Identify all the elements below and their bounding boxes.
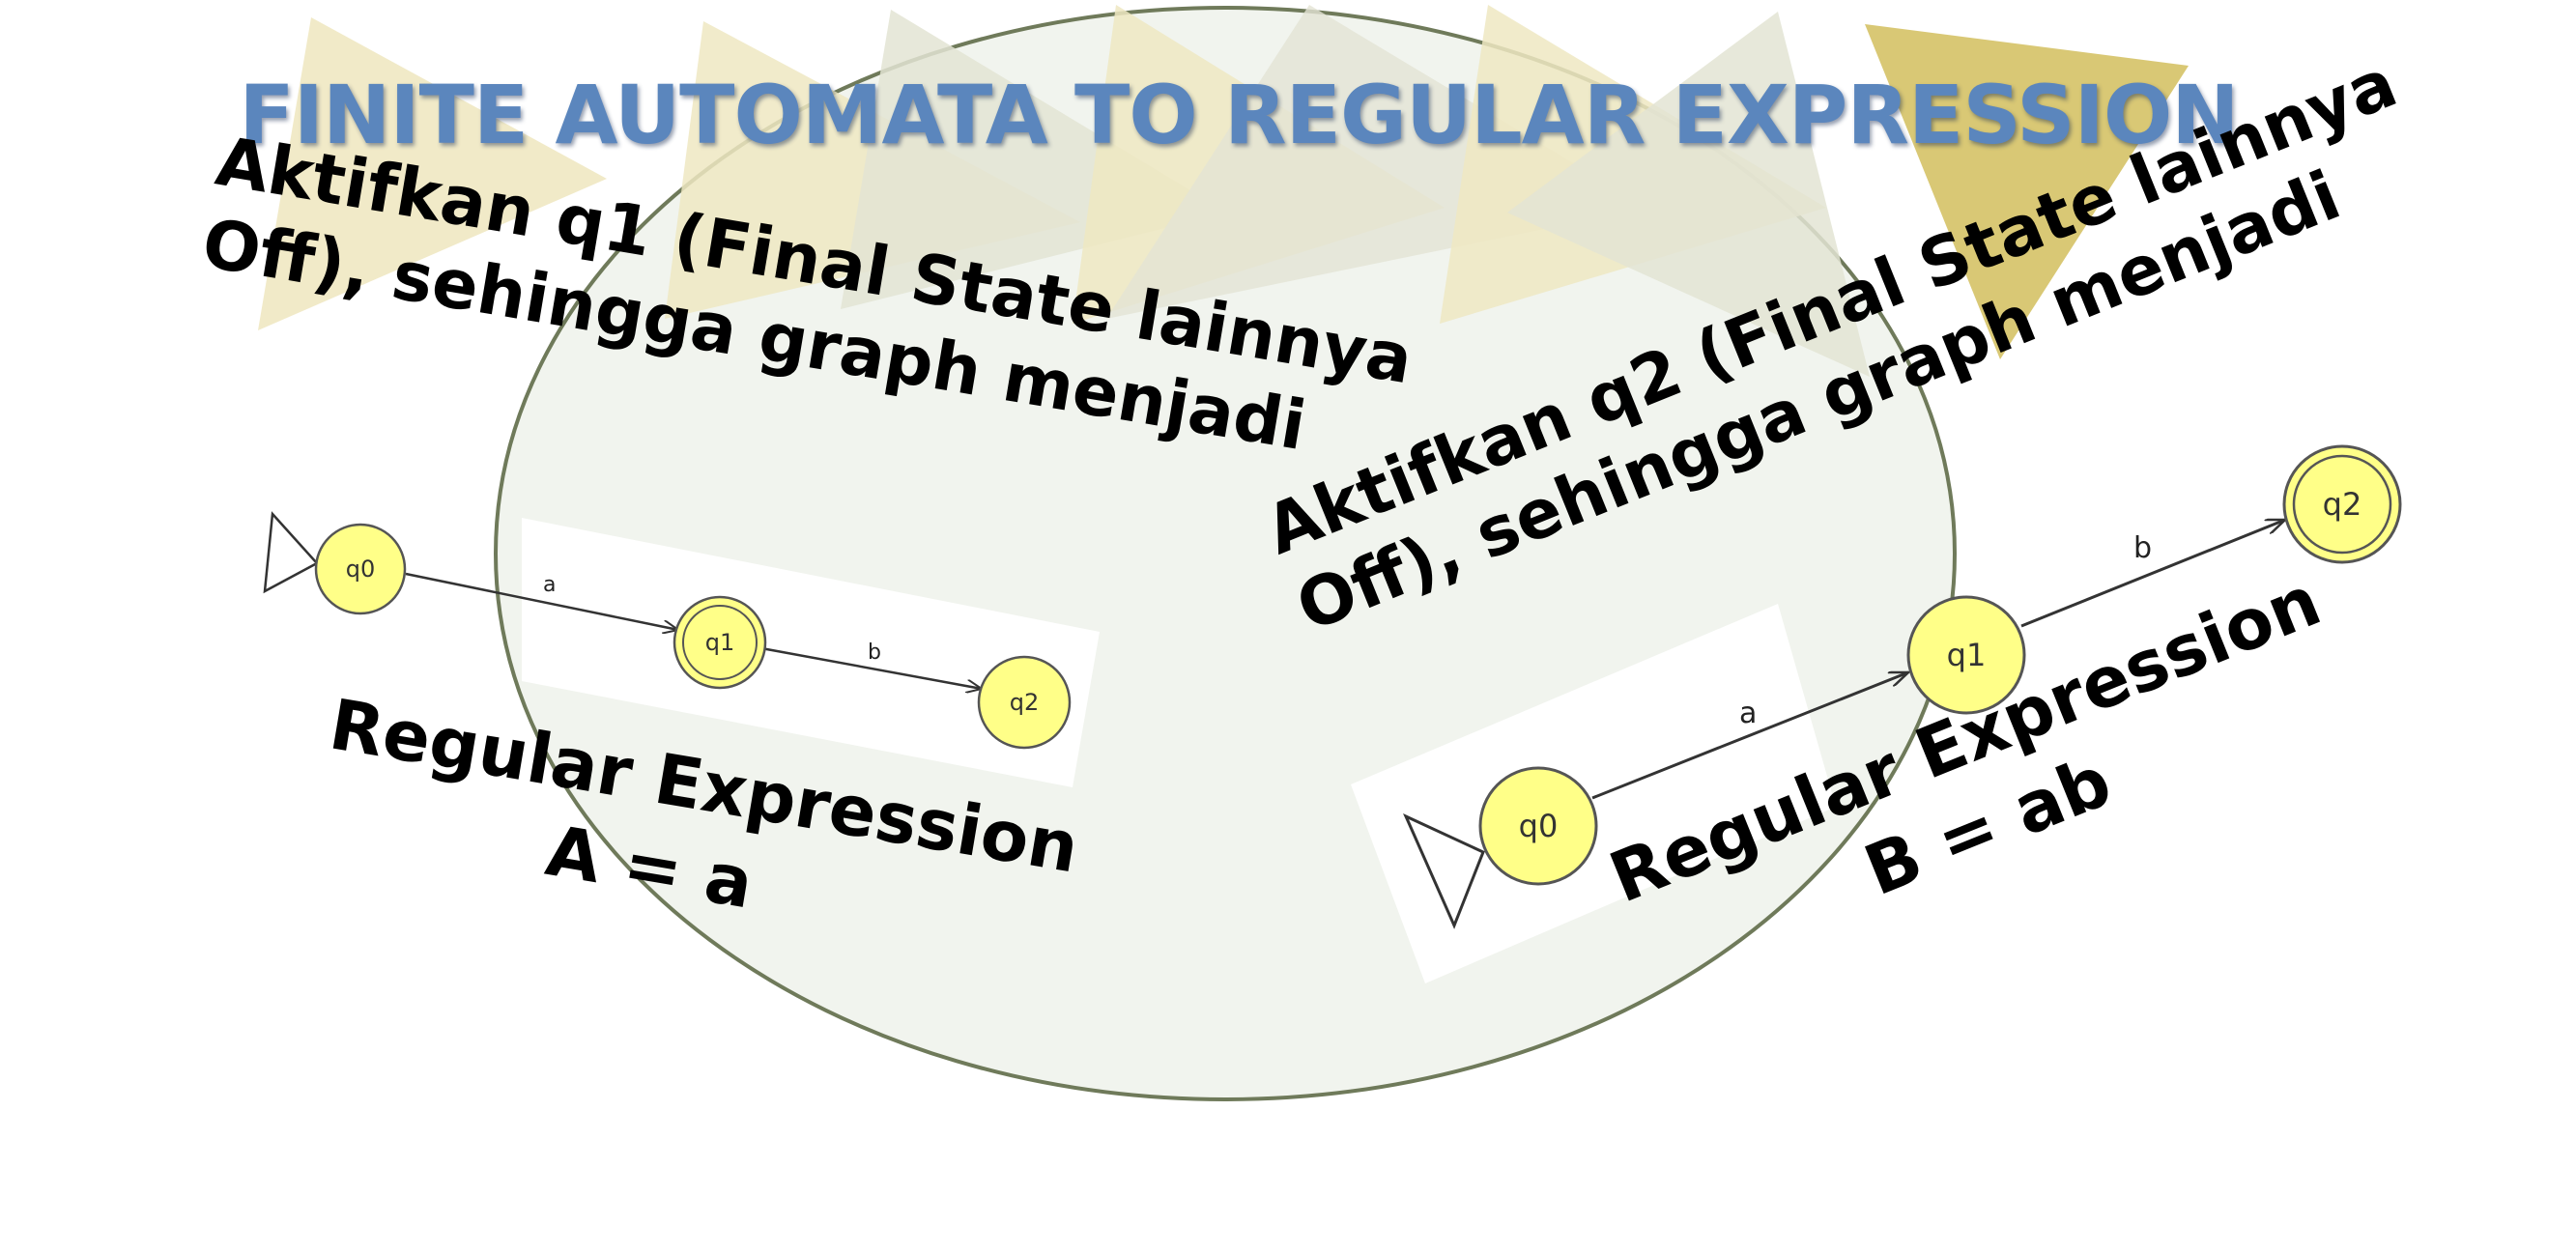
decor-triangle-1 [258, 17, 607, 330]
left-state-q2-label: q2 [1010, 689, 1040, 716]
right-edge-a: a [1591, 670, 1908, 800]
left-edge-a: a [405, 572, 678, 630]
right-edge-a-label: a [1739, 697, 1757, 730]
right-start-arrow [1403, 812, 1485, 929]
right-state-q1-label: q1 [1947, 637, 1987, 673]
right-diagram-backdrop [1351, 604, 1836, 983]
left-start-arrow [263, 511, 319, 594]
left-edge-b: b [760, 641, 982, 689]
right-edge-b: b [2020, 518, 2285, 628]
right-edge-b-label: b [2133, 531, 2152, 565]
right-state-q1: q1 [1906, 595, 2026, 715]
slide-title: FINITE AUTOMATA TO REGULAR EXPRESSION [239, 68, 2239, 162]
left-edge-a-label: a [543, 573, 556, 597]
left-diagram-backdrop [522, 518, 1100, 787]
left-state-q2: q2 [977, 655, 1072, 750]
right-state-q0: q0 [1478, 766, 1598, 886]
left-edge-b-label: b [868, 641, 881, 665]
decor-triangle-5 [1106, 5, 1647, 319]
left-state-q1: q1 [673, 595, 767, 690]
decor-triangle-gold [1865, 24, 2189, 359]
left-state-q0-label: q0 [346, 555, 376, 583]
left-state-q0: q0 [314, 523, 407, 615]
left-state-q1-label: q1 [705, 629, 735, 656]
right-state-q0-label: q0 [1519, 808, 1559, 844]
decor-triangle-7 [1507, 12, 1870, 377]
right-state-q2-label: q2 [2323, 486, 2362, 523]
right-state-q2: q2 [2282, 444, 2402, 564]
